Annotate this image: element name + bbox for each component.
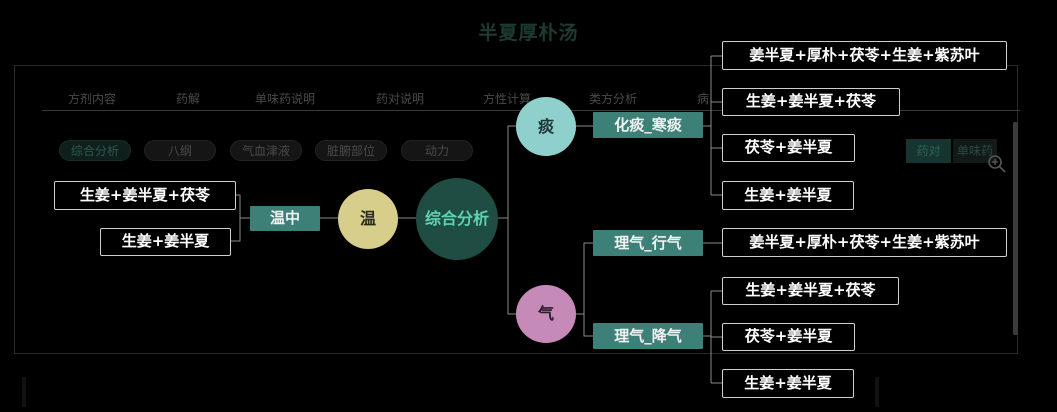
filter-eight-principles[interactable]: 八纲 — [144, 140, 216, 161]
zoom-in-icon[interactable] — [987, 154, 1007, 174]
tab-herb-pair[interactable]: 药对说明 — [376, 92, 425, 106]
tag-warm-middle: 温中 — [250, 206, 320, 231]
tab-formula-calc[interactable]: 方性计算 — [483, 92, 532, 106]
left-item-1: 生姜+姜半夏+茯苓 — [54, 181, 236, 210]
phlegm-item-3: 茯苓+姜半夏 — [722, 134, 855, 162]
page-title: 半夏厚朴汤 — [478, 22, 579, 44]
filter-dynamics[interactable]: 动力 — [401, 140, 473, 161]
tab-similar-formula[interactable]: 类方分析 — [589, 92, 638, 106]
background-fragment — [875, 377, 879, 407]
tag-resolve-cold-phlegm: 化痰_寒痰 — [593, 112, 703, 138]
tab-single-herb[interactable]: 单味药说明 — [255, 92, 316, 106]
node-phlegm: 痰 — [516, 97, 576, 156]
tab-formula-content[interactable]: 方剂内容 — [68, 92, 117, 106]
qi-descend-item-1: 生姜+姜半夏+茯苓 — [722, 277, 899, 305]
filter-comprehensive[interactable]: 综合分析 — [59, 140, 131, 161]
node-warm: 温 — [338, 189, 398, 249]
phlegm-item-4: 生姜+姜半夏 — [722, 181, 854, 210]
tag-regulate-qi-move: 理气_行气 — [593, 230, 703, 256]
qi-descend-item-3: 生姜+姜半夏 — [722, 369, 854, 398]
background-fragment — [22, 377, 26, 407]
node-qi: 气 — [516, 285, 576, 343]
herb-pair-button[interactable]: 药对 — [906, 139, 951, 163]
vertical-scrollbar[interactable] — [1013, 122, 1018, 335]
qi-descend-item-2: 茯苓+姜半夏 — [722, 323, 855, 351]
filter-organ-location[interactable]: 脏腑部位 — [315, 140, 387, 161]
phlegm-item-1: 姜半夏+厚朴+茯苓+生姜+紫苏叶 — [722, 41, 1007, 70]
tag-regulate-qi-descend: 理气_降气 — [593, 323, 703, 349]
filter-qi-blood-fluid[interactable]: 气血津液 — [230, 140, 302, 161]
left-item-2: 生姜+姜半夏 — [100, 228, 231, 256]
phlegm-item-2: 生姜+姜半夏+茯苓 — [722, 88, 900, 116]
qi-move-item-1: 姜半夏+厚朴+茯苓+生姜+紫苏叶 — [722, 228, 1007, 257]
node-comprehensive: 综合分析 — [416, 178, 498, 260]
tab-disease[interactable]: 病 — [697, 92, 710, 106]
tab-herb-explanation[interactable]: 药解 — [176, 92, 201, 106]
